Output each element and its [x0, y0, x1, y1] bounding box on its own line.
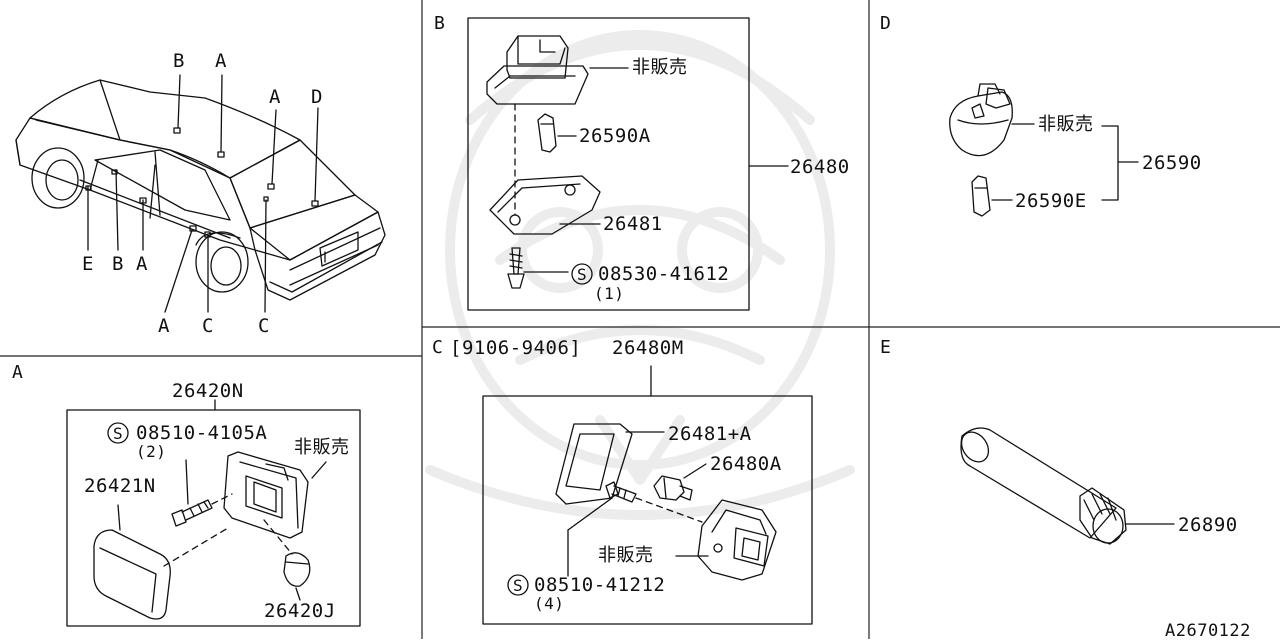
- d-non-sale-label: 非販売: [1038, 114, 1094, 135]
- car-callout-b-top: B: [173, 50, 185, 72]
- c-assembly-part-number: 26480M: [612, 337, 684, 359]
- d-assembly-part-number: 26590: [1142, 152, 1202, 174]
- section-label-c: C: [432, 337, 443, 358]
- car-callout-a-top-2: A: [269, 86, 281, 108]
- b-s-circle: [571, 263, 593, 285]
- c-screw-part-number: 08510-41212: [534, 574, 666, 596]
- e-part-number: 26890: [1178, 514, 1238, 536]
- a-screw-part-number: 08510-4105A: [136, 422, 268, 444]
- section-c-drawing: [482, 365, 813, 625]
- car-callout-c-bottom-1: C: [202, 315, 214, 337]
- c-lens-part-number: 26481+A: [668, 423, 752, 445]
- c-bulb-part-number: 26480A: [710, 453, 782, 475]
- section-label-e: E: [880, 337, 891, 358]
- section-label-b: B: [434, 13, 445, 34]
- c-s-mark: S: [513, 576, 524, 595]
- car-callout-c-bottom-2: C: [258, 315, 270, 337]
- section-label-d: D: [880, 13, 891, 34]
- car-callout-a-bottom-2: A: [158, 315, 170, 337]
- c-s-circle: [507, 574, 529, 596]
- section-label-a: A: [12, 362, 23, 383]
- b-screw-part-number: 08530-41612: [598, 263, 730, 285]
- d-bulb-part-number: 26590E: [1015, 190, 1087, 212]
- a-assembly-part-number: 26420N: [172, 380, 244, 402]
- b-bulb-part-number: 26590A: [579, 125, 651, 147]
- section-c-frame: [482, 395, 813, 625]
- c-screw-quantity: (4): [534, 594, 565, 613]
- watermark-emblem: [425, 30, 855, 520]
- b-lens-part-number: 26481: [603, 213, 663, 235]
- car-callout-d-top: D: [311, 86, 323, 108]
- section-a-drawing: [66, 399, 361, 627]
- b-non-sale-label: 非販売: [632, 57, 688, 78]
- a-bulb-part-number: 26420J: [264, 600, 336, 622]
- b-s-mark: S: [577, 265, 588, 284]
- a-s-mark: S: [113, 424, 124, 443]
- car-callout-a-bottom-1: A: [136, 253, 148, 275]
- section-d-drawing: [949, 83, 1139, 217]
- a-lens-part-number: 26421N: [84, 475, 156, 497]
- a-screw-quantity: (2): [136, 442, 167, 461]
- section-a-frame: [66, 409, 361, 627]
- b-assembly-part-number: 26480: [790, 156, 850, 178]
- car-callout-e-bottom: E: [82, 253, 94, 275]
- a-non-sale-label: 非販売: [294, 437, 350, 458]
- diagram-code: A2670122: [1165, 621, 1251, 641]
- section-b-frame: [467, 17, 750, 311]
- car-callout-a-top-1: A: [215, 50, 227, 72]
- section-e-drawing: [960, 427, 1175, 545]
- section-c-date-range: [9106-9406]: [450, 337, 582, 359]
- a-s-circle: [107, 422, 129, 444]
- car-callout-b-bottom: B: [112, 253, 124, 275]
- c-non-sale-label: 非販売: [598, 545, 654, 566]
- b-screw-quantity: (1): [594, 284, 625, 303]
- section-b-drawing: [467, 17, 789, 311]
- car-illustration: [15, 74, 386, 313]
